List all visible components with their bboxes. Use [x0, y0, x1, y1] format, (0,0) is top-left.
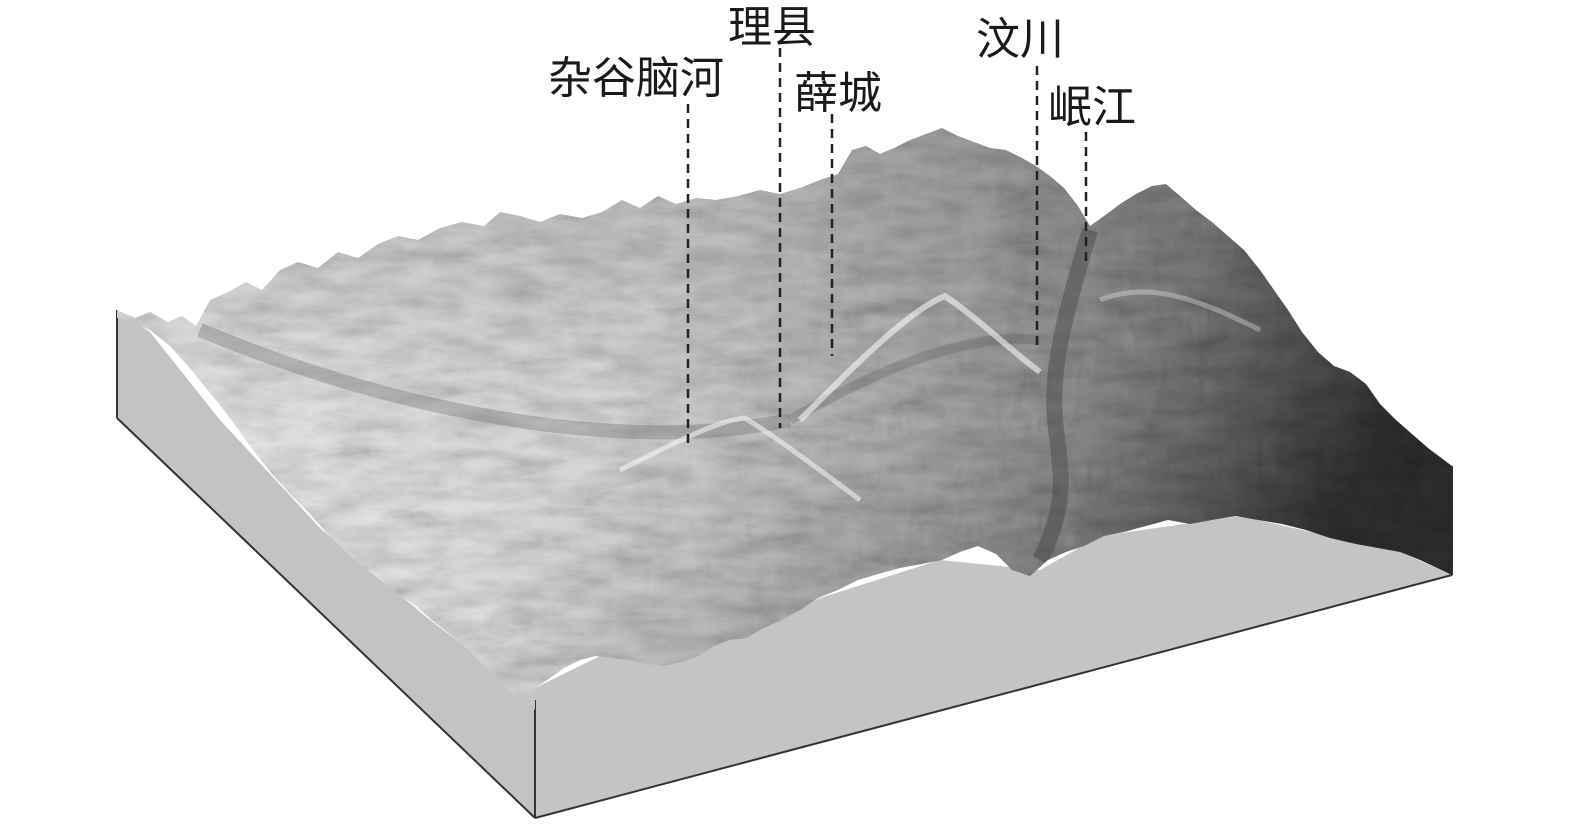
label-zagunao-river: 杂谷脑河	[548, 53, 724, 104]
leader-lines	[686, 48, 1088, 444]
valley-zagunao	[197, 323, 792, 440]
block-edge-bottom-right	[534, 574, 1453, 819]
block-sides	[116, 310, 1454, 819]
ridge-peak-central	[797, 292, 1042, 423]
valley-minjiang	[1032, 227, 1098, 564]
block-left-side	[117, 310, 535, 818]
block-front-fill	[535, 516, 1452, 818]
ridge-east	[1099, 289, 1262, 333]
label-wenchuan: 汶川	[976, 14, 1064, 65]
ridge-peak-south	[618, 415, 862, 503]
block-edge-bottom-left	[116, 417, 536, 819]
place-labels: 杂谷脑河 理县 薛城 汶川 岷江	[548, 2, 1136, 133]
label-minjiang: 岷江	[1048, 82, 1136, 133]
label-xuecheng: 薛城	[794, 68, 882, 119]
label-lixian: 理县	[728, 2, 816, 53]
